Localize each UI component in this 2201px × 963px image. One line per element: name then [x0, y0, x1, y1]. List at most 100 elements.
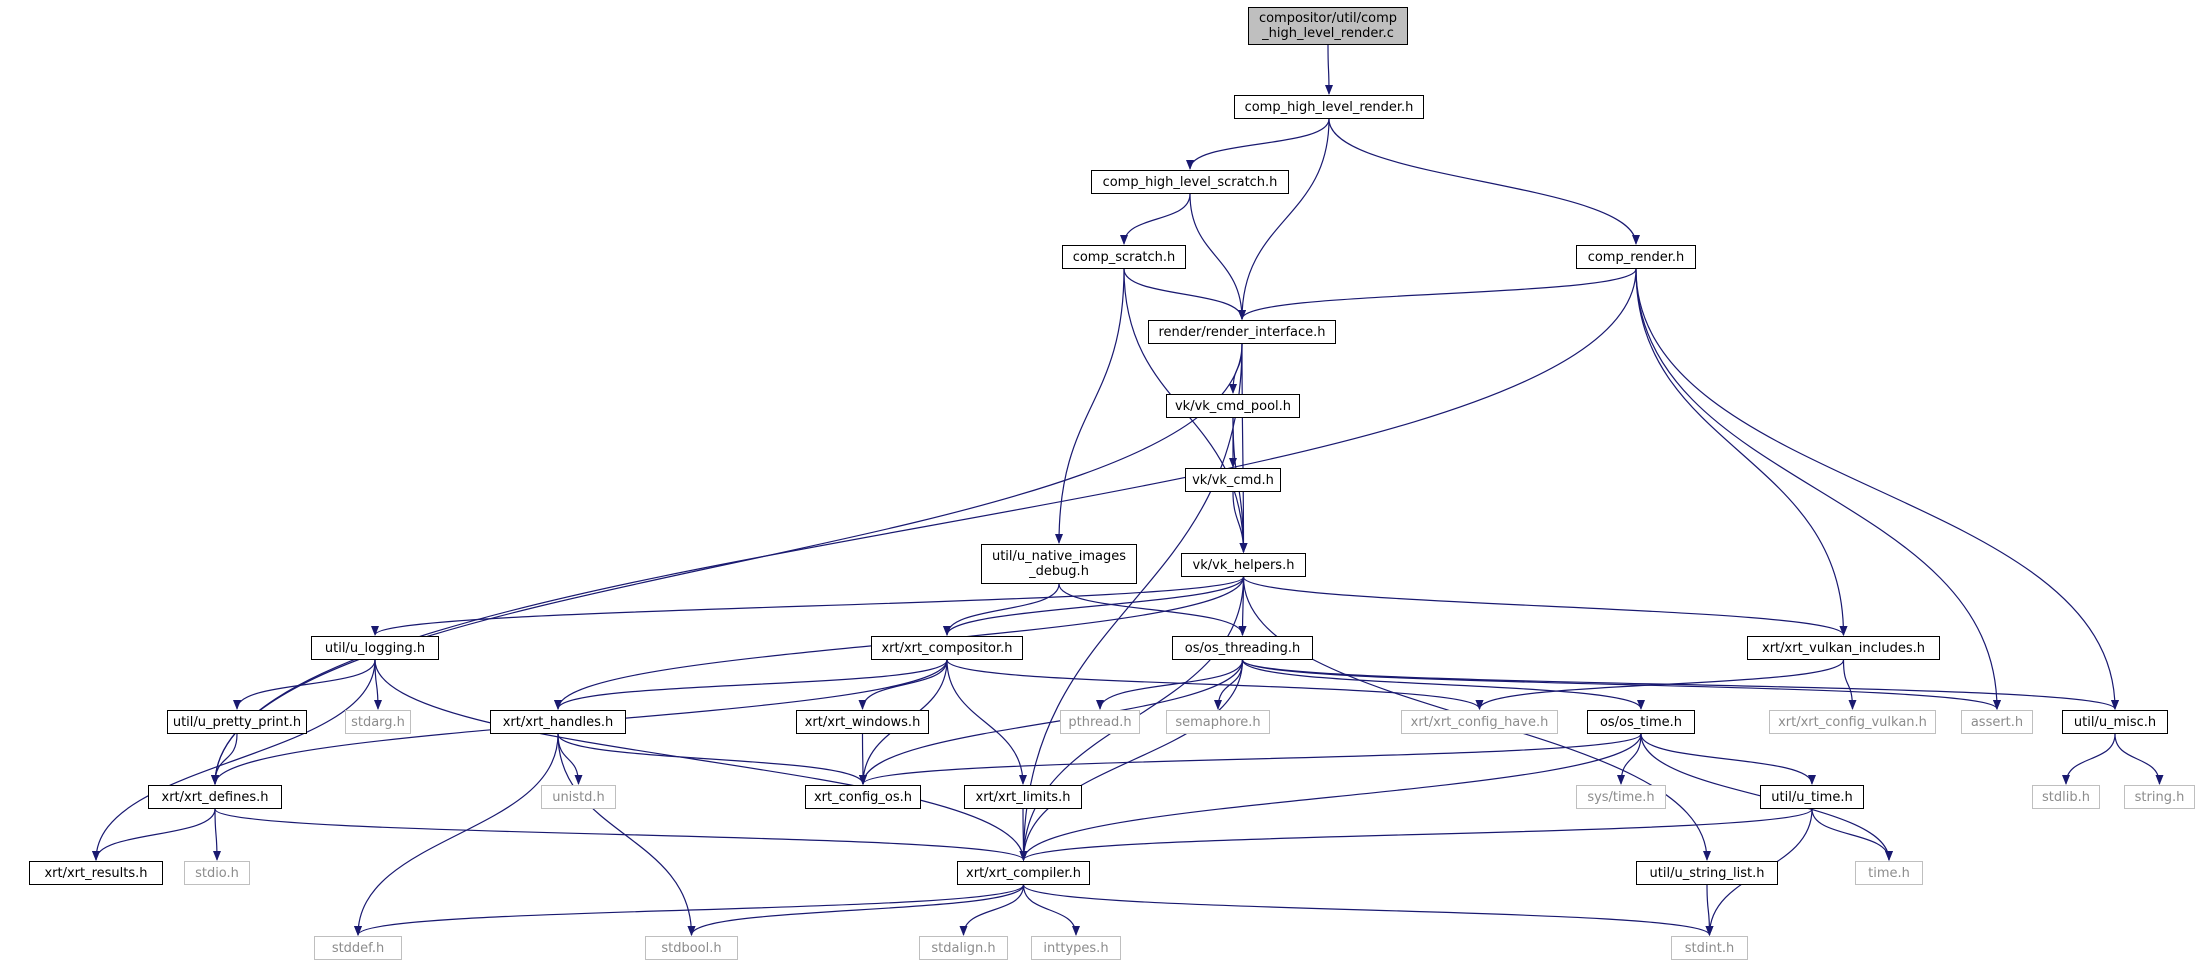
node-unative-h[interactable]: util/u_native_images_debug.h: [981, 544, 1137, 584]
node-xcfgos-h[interactable]: xrt_config_os.h: [805, 785, 921, 809]
node-umisc-h[interactable]: util/u_misc.h: [2062, 710, 2168, 734]
node-xwindows-h[interactable]: xrt/xrt_windows.h: [796, 710, 929, 734]
node-label: _high_level_render.c: [1262, 26, 1394, 41]
node-stdint-h: stdint.h: [1671, 936, 1748, 960]
node-stdalign-h: stdalign.h: [919, 936, 1008, 960]
node-pthread-h: pthread.h: [1060, 710, 1140, 734]
edge-utime-h-to-time-h: [1811, 808, 1893, 861]
node-stddef-h: stddef.h: [314, 936, 402, 960]
edge-ulogging-h-to-xcompiler-h: [374, 659, 1028, 861]
node-string-h: string.h: [2124, 785, 2195, 809]
edge-rinterface-h-to-xdefines-h: [211, 343, 1243, 785]
node-label: render/render_interface.h: [1158, 324, 1326, 340]
node-osthread-h[interactable]: os/os_threading.h: [1172, 636, 1313, 660]
edge-crender-h-to-rinterface-h: [1238, 268, 1637, 320]
node-xresults-h[interactable]: xrt/xrt_results.h: [29, 861, 163, 885]
node-label: inttypes.h: [1043, 940, 1109, 956]
node-label: comp_high_level_render.h: [1244, 99, 1414, 115]
node-label: util/u_native_images: [991, 549, 1127, 564]
node-label: stdbool.h: [661, 940, 722, 956]
edge-osthread-h-to-assert-h: [1241, 659, 2001, 710]
edge-crender-h-to-assert-h: [1635, 268, 2001, 710]
node-label: xrt/xrt_handles.h: [502, 714, 614, 730]
node-rinterface-h[interactable]: render/render_interface.h: [1148, 320, 1336, 344]
node-semaphore-h: semaphore.h: [1166, 710, 1270, 734]
node-xdefines-h[interactable]: xrt/xrt_defines.h: [148, 785, 282, 809]
node-xlimits-h[interactable]: xrt/xrt_limits.h: [964, 785, 1082, 809]
edge-chlr-h-to-chls-h: [1186, 118, 1330, 170]
edge-osthread-h-to-xcompiler-h: [1019, 659, 1244, 861]
edge-upretty-h-to-xdefines-h: [211, 733, 238, 785]
edge-cscratch-h-to-rinterface-h: [1123, 268, 1246, 320]
node-label: comp_render.h: [1587, 249, 1685, 265]
node-inttypes-h: inttypes.h: [1031, 936, 1121, 960]
node-label: vk/vk_cmd.h: [1192, 472, 1274, 488]
node-label: os/os_time.h: [1599, 714, 1683, 730]
node-vkpool-h[interactable]: vk/vk_cmd_pool.h: [1166, 394, 1300, 418]
edge-ostime-h-to-xcompiler-h: [1019, 733, 1642, 861]
node-label: util/u_time.h: [1771, 789, 1853, 805]
node-vkhelpers-h[interactable]: vk/vk_helpers.h: [1181, 553, 1306, 577]
edge-chls-h-to-cscratch-h: [1120, 193, 1191, 245]
node-ulogging-h[interactable]: util/u_logging.h: [311, 636, 439, 660]
node-utime-h[interactable]: util/u_time.h: [1760, 785, 1864, 809]
edge-utime-h-to-xcompiler-h: [1019, 808, 1813, 861]
node-upretty-h[interactable]: util/u_pretty_print.h: [167, 710, 307, 734]
edge-xcomp-h-to-xhave-h: [946, 659, 1484, 710]
node-xhave-h: xrt/xrt_config_have.h: [1401, 710, 1558, 734]
edge-xhandles-h-to-stddef-h: [354, 733, 559, 936]
edge-xcomp-h-to-xlimits-h: [946, 659, 1027, 785]
node-xhandles-h[interactable]: xrt/xrt_handles.h: [490, 710, 626, 734]
edge-unative-h-to-osthread-h: [1058, 583, 1247, 636]
node-stdio-h: stdio.h: [184, 861, 250, 885]
edge-vkhelpers-h-to-xcomp-h: [943, 576, 1245, 636]
node-label: compositor/util/comp: [1258, 11, 1398, 26]
node-label: stdarg.h: [351, 714, 405, 730]
node-label: util/u_string_list.h: [1649, 865, 1765, 881]
node-label: sys/time.h: [1587, 789, 1655, 805]
edge-crender-h-to-xdefines-h: [211, 268, 1637, 785]
edge-chlr-h-to-crender-h: [1328, 118, 1640, 245]
edge-unative-h-to-xcomp-h: [943, 583, 1060, 636]
edge-crender-h-to-xvulkan-h: [1635, 268, 1848, 636]
edge-xhandles-h-to-xcfgos-h: [557, 733, 867, 785]
node-label: vk/vk_cmd_pool.h: [1174, 398, 1292, 414]
edge-ostime-h-to-utime-h: [1640, 733, 1816, 785]
node-label: xrt/xrt_defines.h: [161, 789, 269, 805]
node-label: os/os_threading.h: [1184, 640, 1301, 656]
edge-vkhelpers-h-to-ulogging-h: [371, 576, 1245, 636]
node-label: stdlib.h: [2042, 789, 2090, 805]
node-xcompiler-h[interactable]: xrt/xrt_compiler.h: [957, 861, 1090, 885]
node-label: _debug.h: [1029, 564, 1089, 579]
node-label: xrt/xrt_compositor.h: [881, 640, 1013, 656]
edge-xcomp-h-to-xwindows-h: [858, 659, 948, 710]
edge-ostime-h-to-systime-h: [1617, 733, 1642, 785]
node-stdarg-h: stdarg.h: [345, 710, 411, 734]
edge-umisc-h-to-stdlib-h: [2062, 733, 2116, 785]
node-time-h: time.h: [1855, 861, 1923, 885]
node-xcomp-h[interactable]: xrt/xrt_compositor.h: [871, 636, 1023, 660]
node-label: util/u_pretty_print.h: [172, 714, 302, 730]
edge-xwindows-h-to-xcfgos-h: [858, 733, 867, 785]
node-chlr-h[interactable]: comp_high_level_render.h: [1234, 95, 1424, 119]
node-crender-h[interactable]: comp_render.h: [1576, 245, 1696, 269]
edge-xcompiler-h-to-stdint-h: [1022, 884, 1714, 936]
node-label: stdint.h: [1684, 940, 1735, 956]
node-xvulkan-h[interactable]: xrt/xrt_vulkan_includes.h: [1747, 636, 1940, 660]
node-ustrlist-h[interactable]: util/u_string_list.h: [1636, 861, 1778, 885]
edge-xcompiler-h-to-inttypes-h: [1022, 884, 1080, 936]
node-unistd-h: unistd.h: [541, 785, 616, 809]
node-label: xrt_config_os.h: [813, 789, 912, 805]
node-chls-h[interactable]: comp_high_level_scratch.h: [1091, 170, 1289, 194]
edge-ostime-h-to-xcfgos-h: [859, 733, 1642, 785]
edge-xdefines-h-to-stdio-h: [212, 808, 221, 861]
node-label: comp_scratch.h: [1072, 249, 1176, 265]
node-cscratch-h[interactable]: comp_scratch.h: [1062, 245, 1186, 269]
node-ostime-h[interactable]: os/os_time.h: [1587, 710, 1695, 734]
node-label: stddef.h: [331, 940, 385, 956]
edge-cscratch-h-to-unative-h: [1055, 268, 1125, 544]
edge-xcompiler-h-to-stdalign-h: [959, 884, 1025, 936]
node-vkcmd-h[interactable]: vk/vk_cmd.h: [1185, 468, 1281, 492]
edge-xvulkan-h-to-xcfgvulkan-h: [1842, 659, 1857, 710]
